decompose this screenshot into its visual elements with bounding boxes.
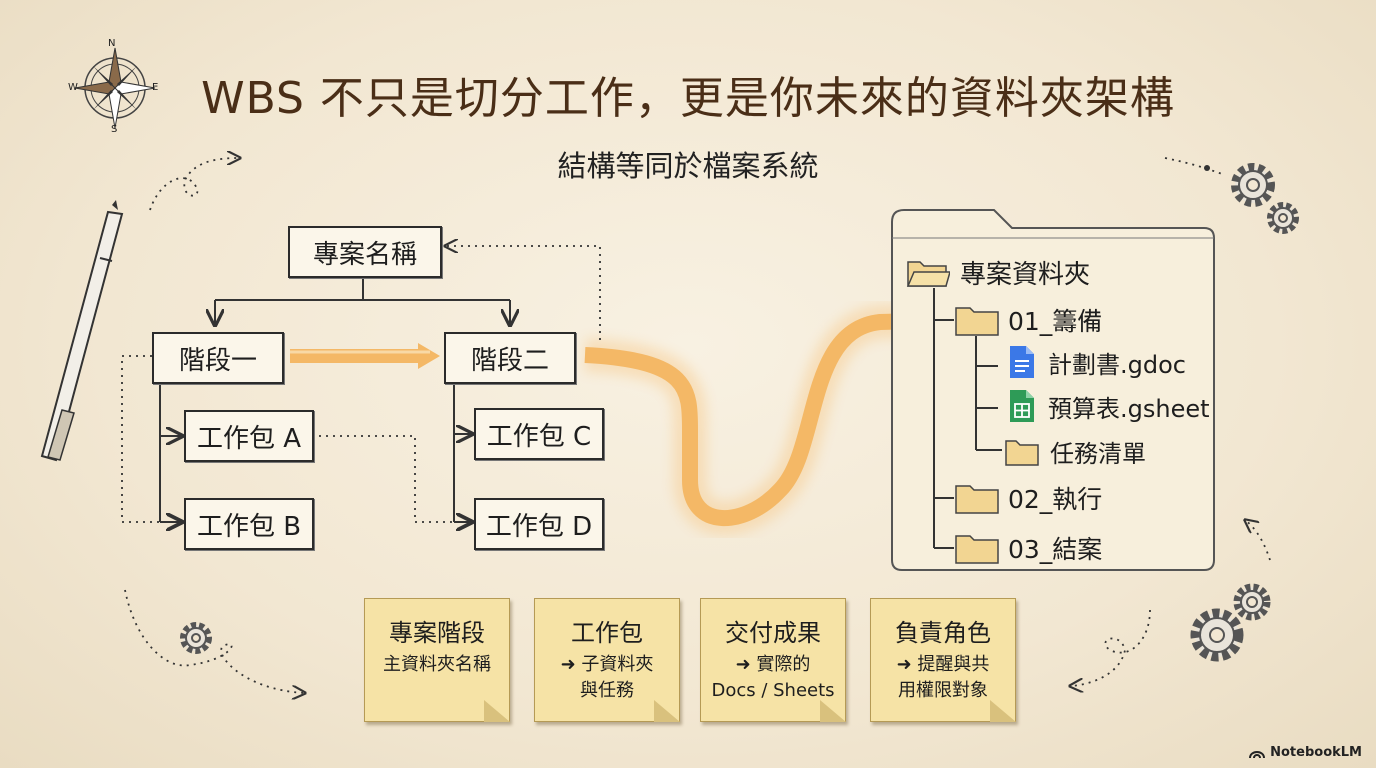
decorative-swirl bbox=[124, 158, 1271, 693]
brand-label: NotebookLM bbox=[1270, 745, 1362, 760]
page-subtitle: 結構等同於檔案系統 bbox=[557, 149, 819, 183]
note-body-line1: 主資料夾名稱 bbox=[383, 654, 491, 675]
notebooklm-logo-icon bbox=[1249, 750, 1266, 758]
sticky-note-phase: 專案階段 主資料夾名稱 bbox=[364, 598, 510, 722]
folder-02[interactable]: 02_執行 bbox=[954, 480, 1102, 516]
file-plan-doc[interactable]: 計劃書.gdoc bbox=[1004, 344, 1186, 380]
wbs-root-node: 專案名稱 bbox=[288, 226, 442, 278]
note-title: 交付成果 bbox=[725, 619, 821, 647]
note-fold bbox=[820, 700, 846, 722]
flow-arrow bbox=[290, 304, 948, 536]
note-fold bbox=[990, 700, 1016, 722]
root-folder[interactable]: 專案資料夾 bbox=[906, 254, 1090, 291]
folder-01-label: 01_籌備 bbox=[1008, 307, 1103, 336]
compass-west-label: W bbox=[68, 82, 78, 93]
note-title: 工作包 bbox=[571, 619, 643, 647]
note-body-line1: ➜ 提醒與共 bbox=[896, 654, 990, 675]
folder-icon bbox=[955, 485, 999, 514]
tree-connector bbox=[159, 276, 510, 522]
dotted-connector bbox=[121, 246, 601, 522]
wbs-phase2-node: 階段二 bbox=[444, 332, 576, 384]
note-fold bbox=[654, 700, 680, 722]
note-body-line2: Docs / Sheets bbox=[711, 680, 835, 701]
folder-panel bbox=[890, 208, 1216, 572]
note-body-line2: 用權限對象 bbox=[898, 680, 988, 701]
wbs-phase1-node: 階段一 bbox=[152, 332, 284, 384]
folder-tasks[interactable]: 任務清單 bbox=[1004, 434, 1146, 469]
folder-icon bbox=[955, 307, 999, 336]
folder-03[interactable]: 03_結案 bbox=[954, 530, 1102, 566]
compass-north-label: N bbox=[108, 38, 116, 49]
note-body-line1: ➜ 子資料夾 bbox=[560, 654, 654, 675]
file-budget-sheet[interactable]: 預算表.gsheet bbox=[1004, 388, 1210, 424]
wbs-work-package-d: 工作包 D bbox=[474, 498, 604, 550]
sticky-note-work-package: 工作包 ➜ 子資料夾 與任務 bbox=[534, 598, 680, 722]
wbs-work-package-a: 工作包 A bbox=[184, 410, 314, 462]
folder-tasks-label: 任務清單 bbox=[1050, 440, 1146, 468]
folder-02-label: 02_執行 bbox=[1008, 485, 1103, 514]
note-fold bbox=[484, 700, 510, 722]
compass-icon bbox=[74, 47, 156, 129]
note-body-line2: 與任務 bbox=[580, 680, 634, 701]
note-title: 負責角色 bbox=[895, 619, 991, 647]
wbs-work-package-b: 工作包 B bbox=[184, 498, 314, 550]
compass-south-label: S bbox=[111, 124, 118, 135]
folder-panel-frame bbox=[891, 209, 1215, 571]
brand-mark: NotebookLM bbox=[1249, 745, 1362, 760]
file-plan-doc-label: 計劃書.gdoc bbox=[1048, 350, 1186, 379]
folder-icon bbox=[1005, 439, 1039, 466]
note-title: 專案階段 bbox=[389, 619, 485, 647]
pen-icon bbox=[40, 200, 124, 462]
google-sheets-icon bbox=[1010, 390, 1034, 422]
file-budget-sheet-label: 預算表.gsheet bbox=[1048, 394, 1210, 423]
folder-icon bbox=[955, 535, 999, 564]
sticky-note-deliverables: 交付成果 ➜ 實際的 Docs / Sheets bbox=[700, 598, 846, 722]
open-folder-icon bbox=[906, 260, 950, 287]
compass-east-label: E bbox=[152, 82, 159, 93]
wbs-work-package-c: 工作包 C bbox=[474, 408, 604, 460]
sticky-note-roles: 負責角色 ➜ 提醒與共 用權限對象 bbox=[870, 598, 1016, 722]
folder-03-label: 03_結案 bbox=[1008, 535, 1103, 564]
gear-icon bbox=[180, 163, 1299, 662]
root-folder-label: 專案資料夾 bbox=[960, 260, 1091, 290]
folder-01[interactable]: 01_籌備 bbox=[954, 302, 1102, 338]
page-title: WBS 不只是切分工作，更是你未來的資料夾架構 bbox=[201, 73, 1175, 124]
note-body-line1: ➜ 實際的 bbox=[735, 654, 811, 675]
google-docs-icon bbox=[1010, 346, 1034, 378]
